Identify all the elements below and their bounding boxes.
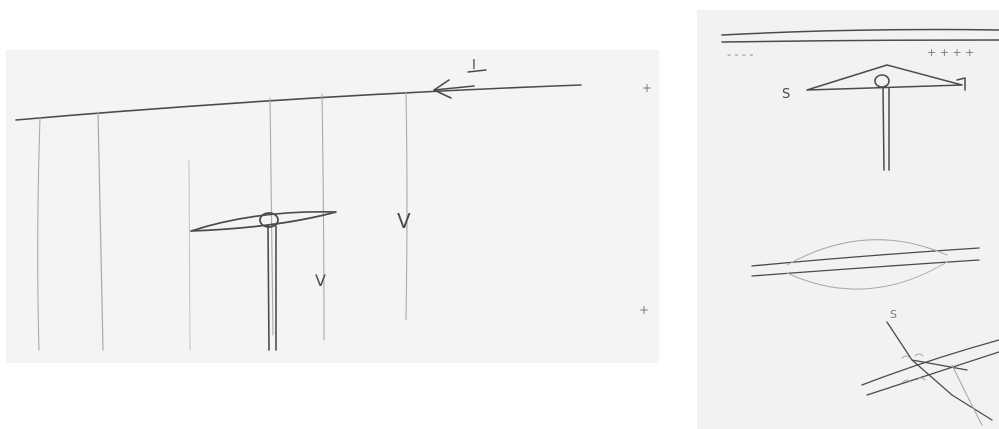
stalk-left-right-sketch (883, 88, 884, 170)
velocity-label-upper: V (397, 209, 411, 233)
vertical-line-4 (270, 98, 273, 335)
bottom-line-2 (867, 352, 999, 395)
edge-mark-top: + (642, 81, 652, 95)
right-sketch-panel: - - - - + + + + S S (697, 10, 999, 429)
bottom-triangle-upper (887, 322, 967, 370)
top-line-2 (722, 40, 999, 42)
label-s-top: S (782, 87, 790, 102)
wire-line (16, 85, 581, 120)
bottom-line-1 (862, 340, 999, 385)
stalk-left (268, 226, 269, 350)
bottom-curve (952, 365, 982, 425)
velocity-label-lower: V (315, 271, 326, 290)
current-label-bar (468, 70, 486, 72)
left-sketch-drawing: I V V + + (6, 50, 659, 363)
lens-lower (787, 262, 947, 289)
vertical-line-5 (322, 94, 324, 340)
left-sketch-panel: I V V + + (6, 50, 659, 363)
charge-row-left: - - - - (727, 48, 753, 61)
charge-row-right: + + + + (927, 46, 974, 59)
triangle-knot (875, 75, 889, 87)
edge-mark-bottom: + (639, 303, 649, 317)
vertical-line-1 (38, 118, 40, 350)
current-label: I (472, 58, 476, 73)
top-line-1 (722, 30, 999, 35)
label-s-bottom: S (890, 308, 897, 321)
vertical-line-6 (406, 92, 407, 320)
right-sketch-drawing: - - - - + + + + S S (697, 10, 999, 429)
vertical-line-3 (189, 160, 190, 350)
vertical-line-2 (98, 112, 103, 350)
bottom-triangle-lower (912, 360, 992, 420)
